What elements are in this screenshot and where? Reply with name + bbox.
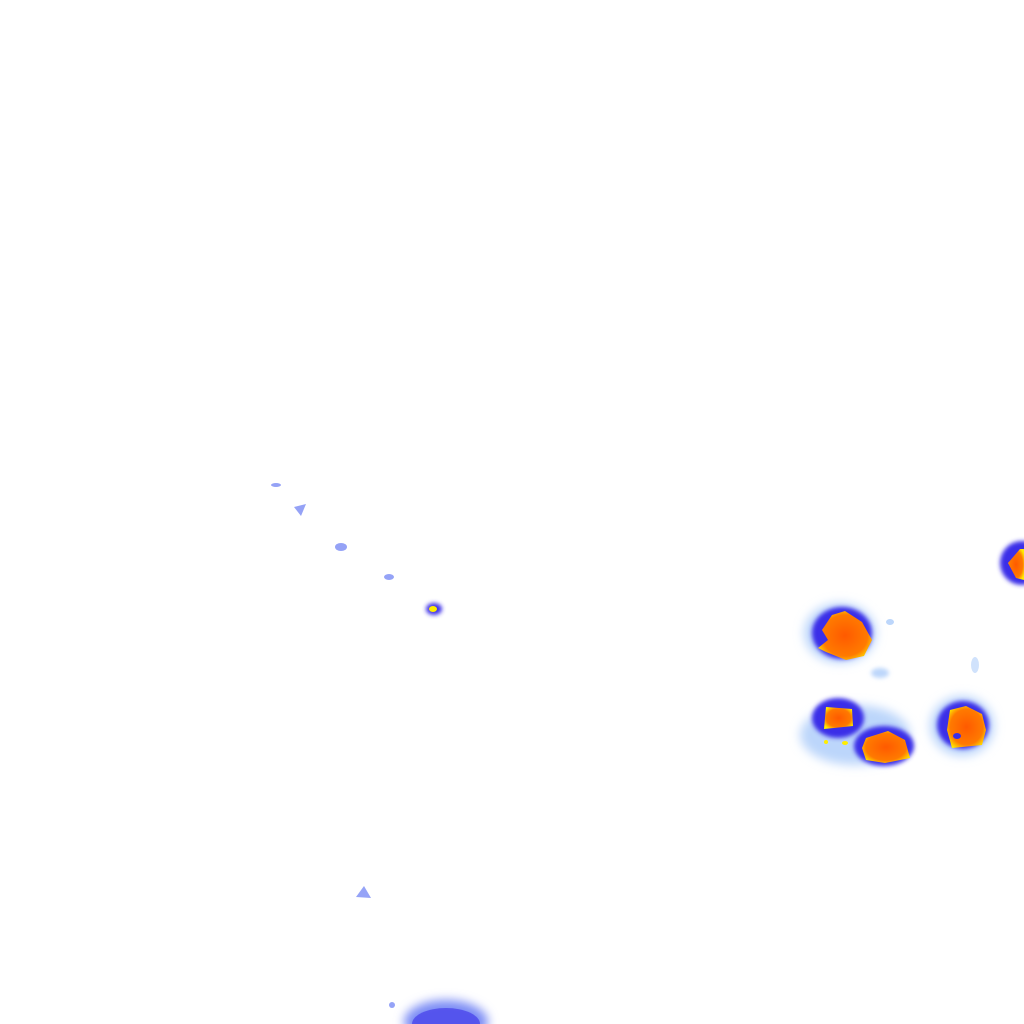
storm-cell (804, 603, 889, 678)
echo (271, 483, 281, 487)
bottom-echo (404, 1000, 488, 1024)
small-cell (426, 603, 442, 615)
light-echoes (271, 483, 395, 1008)
echo (335, 543, 347, 551)
storm-cell (886, 541, 1024, 673)
echo (384, 574, 394, 580)
storm-cell (800, 698, 914, 766)
storm-cell (930, 696, 994, 756)
echo (356, 886, 371, 898)
echo (389, 1002, 395, 1008)
echo (294, 504, 306, 516)
